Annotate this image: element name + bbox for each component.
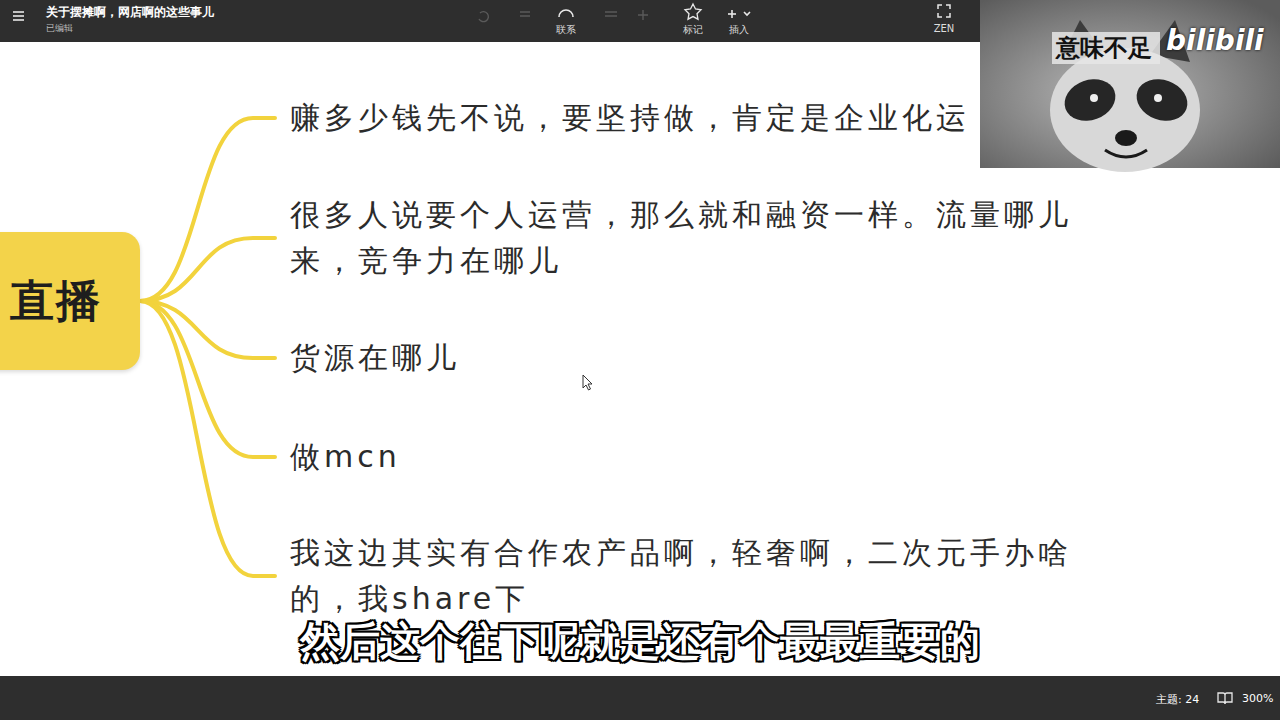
topic-text: 很多人说要个人运营，那么就和融资一样。流量哪儿 来，竞争力在哪儿 [290,192,1090,284]
subtopic: 货源在哪儿 [275,335,460,381]
marker-icon [685,4,701,19]
toolbar-label: 标记 [683,23,703,37]
topic-text: 货源在哪儿 [290,335,460,381]
subtopic: 做mcn [275,434,401,480]
status-text: 主题: 24 [1156,692,1199,707]
topic-text: 我这边其实有合作农产品啊，轻奢啊，二次元手办啥 的，我share下 [290,530,1090,622]
link-icon [559,10,573,17]
toolbar-label: 插入 [729,23,749,37]
branch-line [140,301,275,576]
disabled-icons [479,10,648,22]
branch-line [140,301,275,457]
menu-icon [13,12,24,20]
subtopic: 赚多少钱先不说，要坚持做，肯定是企业化运 [275,95,970,141]
save-status: 已编辑 [46,22,73,35]
mouse-cursor [583,375,592,390]
central-topic: 直播 [0,232,140,370]
status-bar [0,676,1280,720]
zoom-level: 300% [1242,692,1273,705]
zen-icon [938,5,950,17]
subtopic: 我这边其实有合作农产品啊，轻奢啊，二次元手办啥 的，我share下 [275,530,1090,622]
document-title: 关于摆摊啊，网店啊的这些事儿 [46,4,214,21]
branch-line [140,238,275,301]
watermark: bilibili [1166,24,1264,57]
video-caption: 意味不足 [1056,32,1152,64]
topic-text: 直播 [10,272,102,331]
toolbar-label: 联系 [556,23,576,37]
subtopic: 很多人说要个人运营，那么就和融资一样。流量哪儿 来，竞争力在哪儿 [275,192,1090,284]
subtitle: 然后这个往下呢就是还有个最最重要的 [300,614,980,669]
branch-line [140,118,275,301]
insert-icon [728,10,750,18]
topic-text: 赚多少钱先不说，要坚持做，肯定是企业化运 [290,95,970,141]
toolbar-label: ZEN [934,23,955,34]
topic-text: 做mcn [290,434,401,480]
book-icon [1218,693,1232,704]
